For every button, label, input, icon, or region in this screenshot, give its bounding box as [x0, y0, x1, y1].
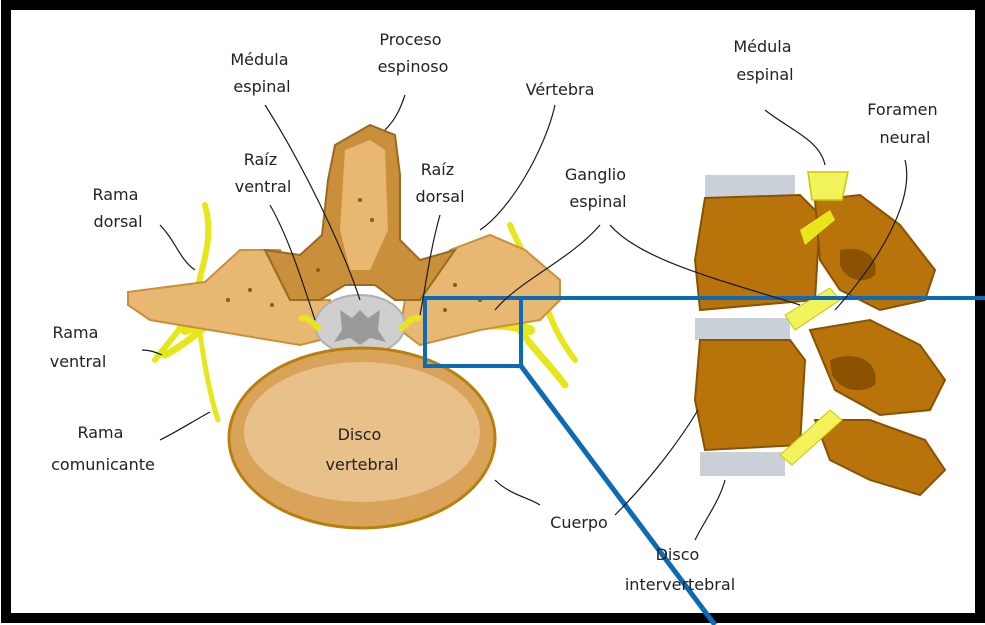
spinal-cord-lateral — [808, 172, 848, 200]
intervertebral-disc-3 — [700, 452, 785, 476]
label-vertebra: Vértebra — [526, 80, 595, 99]
label-cuerpo: Cuerpo — [550, 513, 608, 532]
intervertebral-disc-2 — [695, 318, 790, 340]
intervertebral-disc-1 — [705, 175, 795, 197]
gray-matter — [334, 310, 386, 345]
vertebral-body-middle — [695, 340, 805, 450]
vertebral-body-upper — [695, 195, 820, 310]
